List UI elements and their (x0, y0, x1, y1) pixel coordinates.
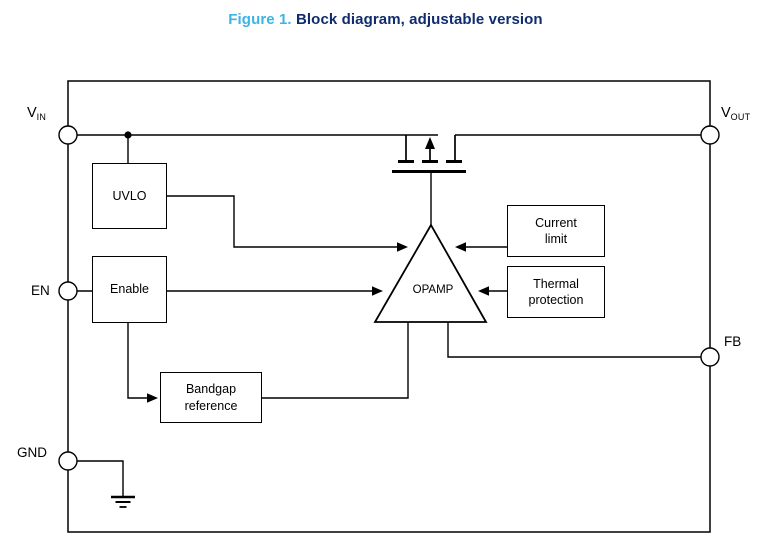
arrow-thermal-to-opamp (478, 286, 489, 296)
wire-fb-to-opamp (447, 322, 710, 358)
mosfet-body-arrow-head (425, 137, 435, 149)
opamp-label: OPAMP (412, 284, 454, 296)
opamp-triangle (373, 223, 488, 323)
current-limit-label-line2: limit (544, 232, 568, 246)
bandgap-label-line1: Bandgap (185, 382, 237, 396)
arrow-currentlimit-to-opamp (455, 242, 466, 252)
pin-label-vout: VOUT (721, 105, 750, 122)
arrow-uvlo-to-opamp (397, 242, 408, 252)
pin-circle-en (58, 281, 78, 301)
wire-gnd (68, 460, 124, 497)
arrow-enable-to-opamp (372, 286, 383, 296)
arrow-enable-to-bandgap (147, 393, 158, 403)
junction-dot-vin (124, 131, 132, 139)
thermal-label-line2: protection (528, 293, 584, 307)
wire-bandgap-to-opamp (262, 322, 409, 399)
uvlo-label: UVLO (112, 188, 147, 203)
thermal-protection-block: Thermal protection (507, 266, 605, 318)
figure-caption: Figure 1. Block diagram, adjustable vers… (0, 11, 771, 28)
vin-main-text: V (27, 105, 37, 121)
bandgap-reference-block: Bandgap reference (160, 372, 262, 423)
wires (68, 134, 710, 497)
ground-symbol (111, 495, 135, 508)
pin-label-en: EN (31, 283, 50, 298)
uvlo-block: UVLO (92, 163, 167, 229)
thermal-label-line1: Thermal (533, 276, 579, 291)
pin-label-fb: FB (724, 334, 742, 349)
enable-block: Enable (92, 256, 167, 323)
wire-uvlo-to-opamp (167, 195, 397, 248)
pin-circle-fb (700, 347, 720, 367)
arrowheads (147, 242, 489, 403)
mosfet-symbol (392, 135, 466, 173)
wire-enable-to-bandgap (127, 322, 147, 399)
figure-title-text: Block diagram, adjustable version (295, 11, 543, 28)
chip-boundary (67, 80, 711, 533)
pin-circle-vin (58, 125, 78, 145)
figure-number-label: Figure 1. (228, 11, 292, 28)
vin-sub-text: IN (36, 112, 47, 122)
current-limit-block: Current limit (507, 205, 605, 257)
pin-label-vin: VIN (27, 105, 46, 122)
pin-label-gnd: GND (17, 445, 47, 460)
pin-circle-gnd (58, 451, 78, 471)
current-limit-label-line1: Current (535, 215, 577, 230)
pin-terminals (58, 125, 720, 471)
vout-main-text: V (721, 105, 731, 121)
bandgap-label-line2: reference (184, 398, 238, 413)
pin-circle-vout (700, 125, 720, 145)
vout-sub-text: OUT (730, 112, 751, 122)
enable-label: Enable (110, 282, 149, 297)
